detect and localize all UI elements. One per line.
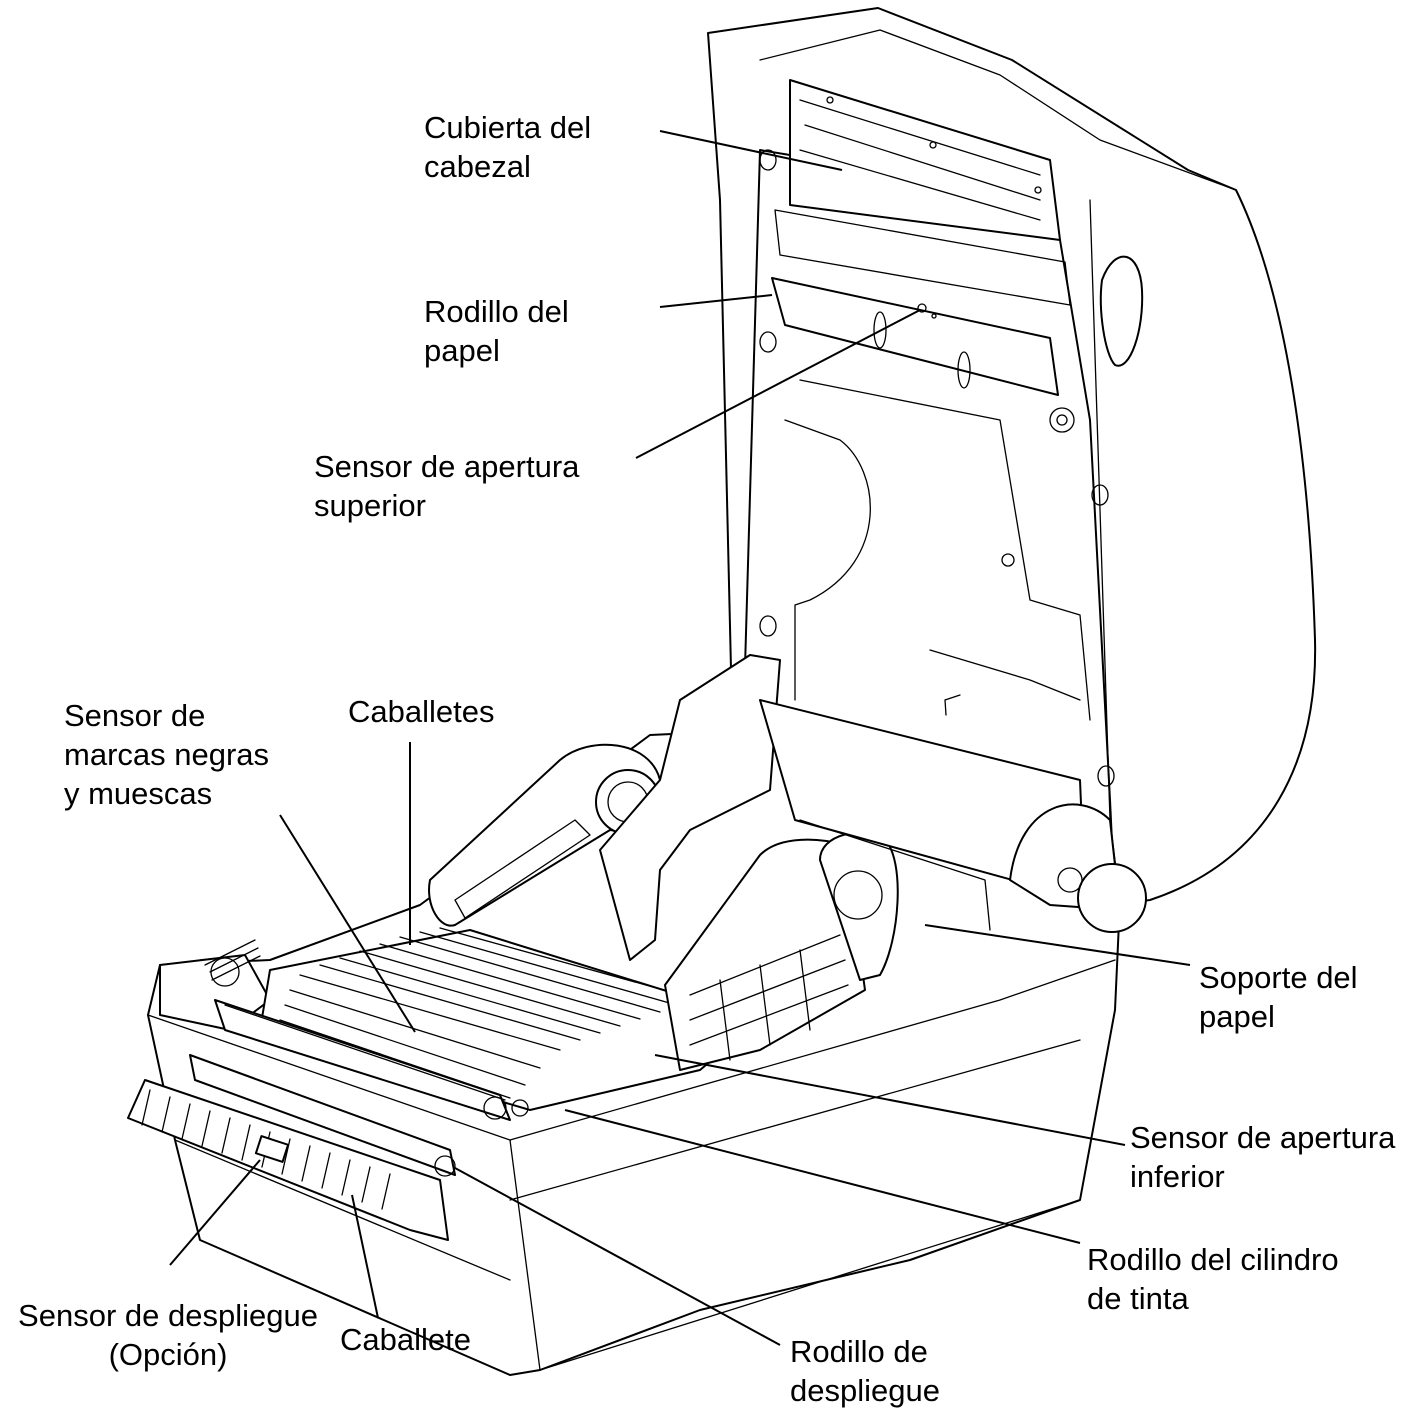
- label-peel-roller: Rodillo de despliegue: [790, 1332, 940, 1410]
- label-ribbon-roller-line2: de tinta: [1087, 1281, 1189, 1316]
- label-bracket: Caballete: [340, 1320, 471, 1359]
- label-black-mark-sensor-line2: marcas negras: [64, 737, 270, 772]
- label-paper-roller-line2: papel: [424, 333, 500, 368]
- label-peel-roller-line1: Rodillo de: [790, 1334, 928, 1369]
- label-head-cover: Cubierta del cabezal: [424, 108, 591, 186]
- label-lower-open-sensor: Sensor de apertura inferior: [1130, 1118, 1395, 1196]
- label-brackets: Caballetes: [348, 692, 494, 731]
- top-cover: [707, 7, 1317, 906]
- leader-black-mark-sensor: [279, 814, 416, 1033]
- label-bracket-line1: Caballete: [340, 1322, 471, 1357]
- leader-lower-open-sensor: [654, 1054, 1126, 1146]
- label-paper-support-line2: papel: [1199, 999, 1275, 1034]
- label-upper-open-sensor: Sensor de apertura superior: [314, 447, 579, 525]
- label-peel-sensor-line2: (Opción): [108, 1337, 228, 1372]
- label-paper-support-line1: Soporte del: [1199, 960, 1358, 995]
- label-upper-open-sensor-line2: superior: [314, 488, 426, 523]
- printer-base: [127, 654, 1147, 1376]
- leader-ribbon-roller: [564, 1109, 1081, 1244]
- leader-peel-sensor: [169, 1159, 261, 1266]
- label-peel-sensor: Sensor de despliegue (Opción): [6, 1296, 330, 1374]
- label-black-mark-sensor: Sensor de marcas negras y muescas: [64, 696, 269, 813]
- label-paper-roller-line1: Rodillo del: [424, 294, 569, 329]
- label-ribbon-roller-line1: Rodillo del cilindro: [1087, 1242, 1339, 1277]
- leader-lines: [169, 130, 1191, 1346]
- label-paper-roller: Rodillo del papel: [424, 292, 569, 370]
- leader-head-cover: [659, 130, 843, 171]
- leader-bracket: [351, 1194, 379, 1319]
- label-peel-sensor-line1: Sensor de despliegue: [18, 1298, 318, 1333]
- label-ribbon-roller: Rodillo del cilindro de tinta: [1087, 1240, 1339, 1318]
- leader-paper-support: [924, 924, 1191, 966]
- label-black-mark-sensor-line1: Sensor de: [64, 698, 206, 733]
- label-peel-roller-line2: despliegue: [790, 1373, 940, 1408]
- label-lower-open-sensor-line2: inferior: [1130, 1159, 1225, 1194]
- label-black-mark-sensor-line3: y muescas: [64, 776, 213, 811]
- leader-upper-open-sensor: [635, 309, 921, 459]
- label-upper-open-sensor-line1: Sensor de apertura: [314, 449, 580, 484]
- label-paper-support: Soporte del papel: [1199, 958, 1358, 1036]
- label-brackets-line1: Caballetes: [348, 694, 495, 729]
- leader-peel-roller: [454, 1167, 781, 1346]
- label-lower-open-sensor-line1: Sensor de apertura: [1130, 1120, 1396, 1155]
- label-head-cover-line1: Cubierta del: [424, 110, 592, 145]
- leader-paper-roller: [659, 294, 773, 308]
- label-head-cover-line2: cabezal: [424, 149, 531, 184]
